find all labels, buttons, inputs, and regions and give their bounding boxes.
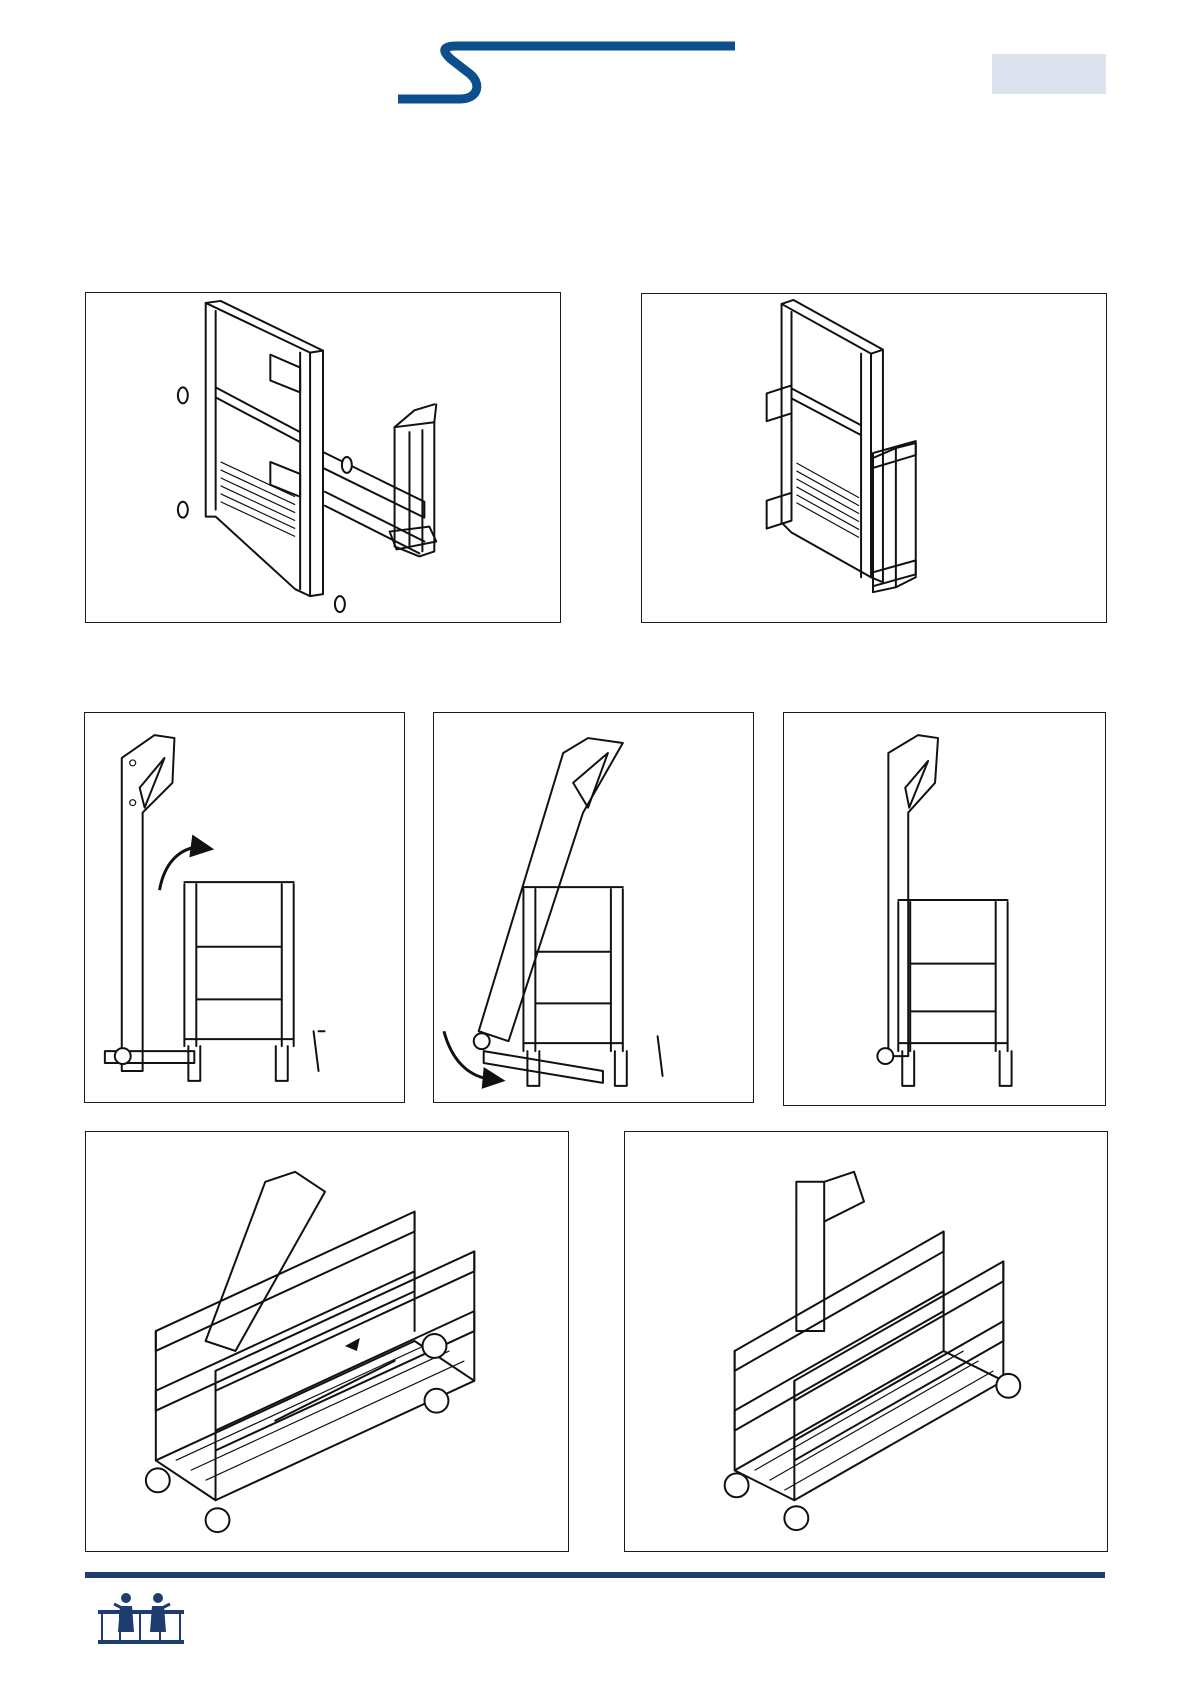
- page-number-tab: [992, 54, 1106, 94]
- figure-mast-side-step2: [433, 712, 754, 1103]
- figure-platform-iso-tilted: [85, 1131, 569, 1552]
- figure-frame-assembled: [641, 293, 1107, 623]
- footer-rule: [85, 1572, 1105, 1578]
- figure-mast-side-step3: [783, 712, 1106, 1106]
- figure-mast-side-step1: [84, 712, 405, 1103]
- workers-on-platform-logo-icon: [96, 1592, 186, 1650]
- figure-platform-iso-upright: [624, 1131, 1108, 1552]
- brand-swoosh-logo: [390, 36, 740, 106]
- figure-frame-exploded: [85, 292, 561, 623]
